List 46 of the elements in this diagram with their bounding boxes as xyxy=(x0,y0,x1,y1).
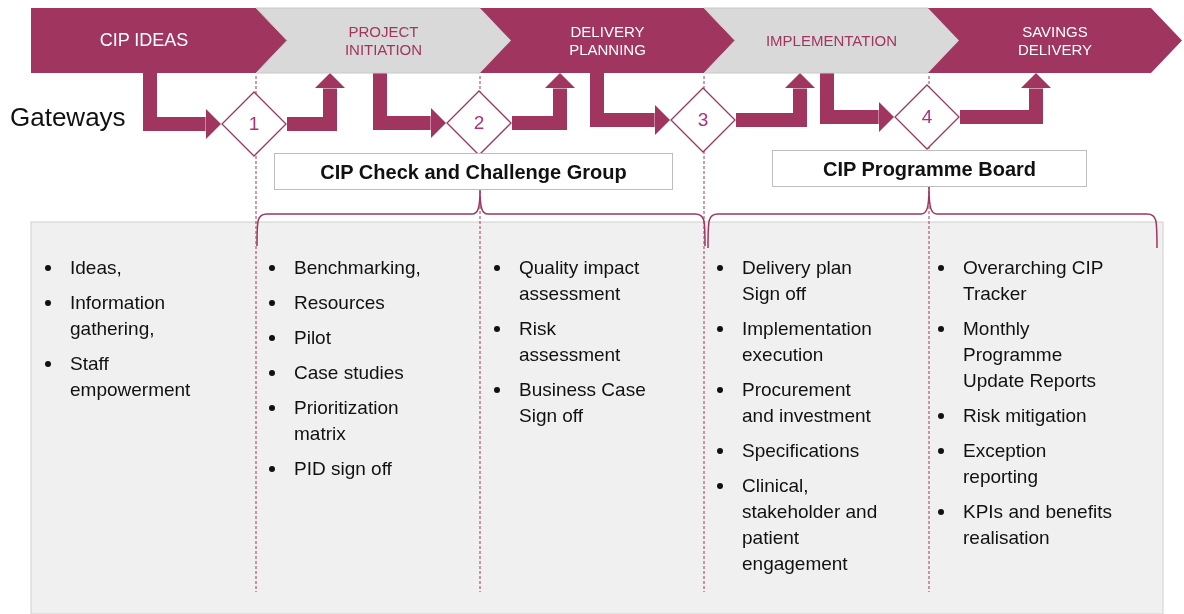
gateway-number: 2 xyxy=(473,111,485,135)
chevron-stage xyxy=(928,8,1182,73)
bullet-text: Quality impact assessment xyxy=(519,256,641,306)
bullet-text: Ideas, xyxy=(70,256,123,280)
stage-title: DELIVERY PLANNING xyxy=(568,22,647,59)
block-arrow xyxy=(590,73,670,136)
gateway-number: 3 xyxy=(697,108,709,132)
group-title: CIP Programme Board xyxy=(823,156,1036,181)
bullet-text: Business Case Sign off xyxy=(519,378,647,428)
bullet-text: Monthly Programme Update Reports xyxy=(963,317,1098,393)
bullet-text: Risk mitigation xyxy=(963,404,1088,428)
bullet-text: Pilot xyxy=(294,326,332,350)
bullet-text: Information gathering, xyxy=(70,291,167,341)
bullet-text: KPIs and benefits realisation xyxy=(963,500,1113,550)
chevron-stage xyxy=(480,8,735,73)
gateway-diamond xyxy=(446,90,512,156)
bullet-text: PID sign off xyxy=(294,457,393,481)
group-title: CIP Check and Challenge Group xyxy=(320,159,627,184)
block-arrow xyxy=(820,73,894,133)
chevron-stage xyxy=(704,8,959,73)
chevron-stage xyxy=(31,8,288,73)
bullet-text: Case studies xyxy=(294,361,405,385)
bullet-text: Risk assessment xyxy=(519,317,622,367)
row-label: Gateways xyxy=(10,102,126,133)
stage-title: IMPLEMENTATION xyxy=(764,31,899,50)
bullet-text: Benchmarking, xyxy=(294,256,422,280)
bullet-text: Procurement and investment xyxy=(742,378,872,428)
gateway-diamond xyxy=(670,87,736,153)
gateway-diamond xyxy=(221,91,287,157)
bullet-text: Specifications xyxy=(742,439,861,463)
bullet-text: Clinical, stakeholder and patient engagement xyxy=(742,474,879,576)
bullet-text: Staff empowerment xyxy=(70,352,192,402)
stage-title: CIP IDEAS xyxy=(98,29,190,52)
gateway-number: 1 xyxy=(248,112,260,136)
bullet-text: Prioritization matrix xyxy=(294,396,400,446)
bullet-text: Implementation execution xyxy=(742,317,873,367)
chevron-stage xyxy=(256,8,511,73)
bullet-text: Exception reporting xyxy=(963,439,1048,489)
bullet-text: Overarching CIP Tracker xyxy=(963,256,1105,306)
gateway-number: 4 xyxy=(921,105,933,129)
block-arrow xyxy=(287,73,346,131)
stage-title: SAVINGS DELIVERY xyxy=(1017,22,1093,59)
block-arrow xyxy=(960,73,1052,124)
bullet-text: Delivery plan Sign off xyxy=(742,256,853,306)
stage-title: PROJECT INITIATION xyxy=(343,22,424,59)
bullet-text: Resources xyxy=(294,291,386,315)
